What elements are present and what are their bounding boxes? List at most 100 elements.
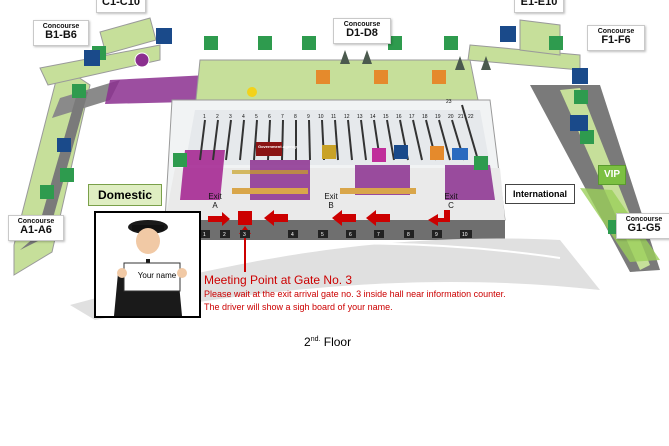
exit-b-word: Exit — [324, 192, 338, 201]
name-sign: Your name — [137, 271, 177, 280]
baggage-icon — [430, 146, 444, 160]
information-icon — [394, 145, 408, 159]
arrow-left-icon — [332, 210, 356, 226]
gate-number: 1 — [203, 232, 206, 238]
floor-number: 2 — [304, 335, 311, 349]
concourse-g-range: G1-G5 — [627, 222, 661, 235]
meeting-arrows — [208, 210, 450, 272]
restroom-icon — [574, 90, 588, 104]
belt-label: 20 — [448, 114, 454, 120]
belt-label: 5 — [255, 114, 258, 120]
belt-label: 8 — [294, 114, 297, 120]
belt-label: 16 — [396, 114, 402, 120]
agency-label: Government Agency — [258, 144, 298, 149]
restroom-icon — [580, 130, 594, 144]
gate-number: 5 — [321, 232, 324, 238]
belt-label: 22 — [468, 114, 474, 120]
restaurant-icon — [134, 52, 150, 68]
belt-label: 12 — [344, 114, 350, 120]
restroom-icon — [444, 36, 458, 50]
exit-c-label: Exit C — [438, 192, 464, 210]
arrow-left-icon — [428, 210, 450, 226]
arrow-left-icon — [264, 210, 288, 226]
concourse-b-title: Concourse — [42, 23, 80, 30]
belt-label: 10 — [318, 114, 324, 120]
escalator-icon — [156, 28, 172, 44]
airplane-icon — [570, 115, 588, 131]
concourse-a-label: Concourse A1-A6 — [8, 215, 64, 241]
baggage-icon — [316, 70, 330, 84]
restroom-icon — [173, 153, 187, 167]
exit-b-label: Exit B — [318, 192, 344, 210]
restroom-icon — [549, 36, 563, 50]
concourse-g-label: Concourse G1-G5 — [616, 213, 669, 239]
exit-c-word: Exit — [444, 192, 458, 201]
escalator-icons — [57, 26, 588, 160]
gate-number: 2 — [223, 232, 226, 238]
floor-suffix: nd. — [310, 336, 321, 343]
driver-figure — [114, 220, 187, 316]
restroom-icon — [72, 84, 86, 98]
arrow-right-icon — [208, 212, 230, 226]
gate-number: 3 — [243, 232, 246, 238]
concourse-f-title: Concourse — [597, 28, 635, 35]
concourse-g-title: Concourse — [625, 216, 663, 223]
belt-label: 15 — [383, 114, 389, 120]
exit-b-letter: B — [328, 201, 334, 210]
trees — [340, 50, 491, 70]
concourse-c-range: C1-C10 — [102, 0, 140, 8]
baggage-icon — [432, 70, 446, 84]
restroom-icon — [388, 36, 402, 50]
gate-number: 6 — [349, 232, 352, 238]
shop-icon — [372, 148, 386, 162]
gate-markers: 1 2 3 4 5 6 7 8 9 10 — [200, 230, 472, 238]
exit-a-word: Exit — [208, 192, 222, 201]
restroom-icon — [258, 36, 272, 50]
gate-number: 9 — [435, 232, 438, 238]
belt-label: 7 — [281, 114, 284, 120]
escalator-icon — [84, 50, 100, 66]
concourse-d-label: Concourse D1-D8 — [333, 18, 391, 44]
belt-number-labels: 1 2 3 4 5 6 7 8 9 10 11 12 13 14 15 16 1… — [203, 99, 474, 120]
floor-word: Floor — [323, 335, 352, 349]
exit-strips — [232, 170, 416, 194]
escalator-icon — [572, 68, 588, 84]
belt-label: 9 — [307, 114, 310, 120]
belt-label: 14 — [370, 114, 376, 120]
information-icon — [452, 148, 468, 160]
belt-label: 11 — [331, 114, 336, 120]
concourse-a-title: Concourse — [17, 218, 55, 225]
tree-icon — [340, 50, 350, 64]
concourse-d-title: Concourse — [343, 21, 381, 28]
belt-label: 2 — [216, 114, 219, 120]
concourse-b-range: B1-B6 — [45, 29, 77, 42]
floor-label: 2nd. Floor — [304, 335, 351, 349]
concourse-e-range: E1-E10 — [520, 0, 558, 8]
baggage-icons — [316, 70, 446, 162]
belt-label: 17 — [409, 114, 415, 120]
tree-icon — [455, 56, 465, 70]
belt-label: 23 — [446, 99, 452, 105]
information-icon — [247, 87, 257, 97]
belt-label: 1 — [203, 114, 206, 120]
restroom-icon — [204, 36, 218, 50]
driver-illustration: Your name — [94, 211, 201, 318]
belt-label: 18 — [422, 114, 428, 120]
gate-number: 7 — [377, 232, 380, 238]
airplane-icon — [57, 138, 71, 152]
tree-icon — [362, 50, 372, 64]
restroom-icon — [60, 168, 74, 182]
concourse-f-label: Concourse F1-F6 — [587, 25, 645, 51]
belt-label: 19 — [435, 114, 441, 120]
restroom-icon — [302, 36, 316, 50]
restroom-icon — [474, 156, 488, 170]
domestic-label: Domestic — [88, 184, 162, 206]
exit-c-letter: C — [448, 201, 454, 210]
baggage-icon — [322, 145, 336, 159]
baggage-icon — [374, 70, 388, 84]
belt-label: 13 — [357, 114, 363, 120]
belt-label: 3 — [229, 114, 232, 120]
concourse-a-range: A1-A6 — [20, 224, 52, 237]
arrow-left-icon — [366, 210, 390, 226]
